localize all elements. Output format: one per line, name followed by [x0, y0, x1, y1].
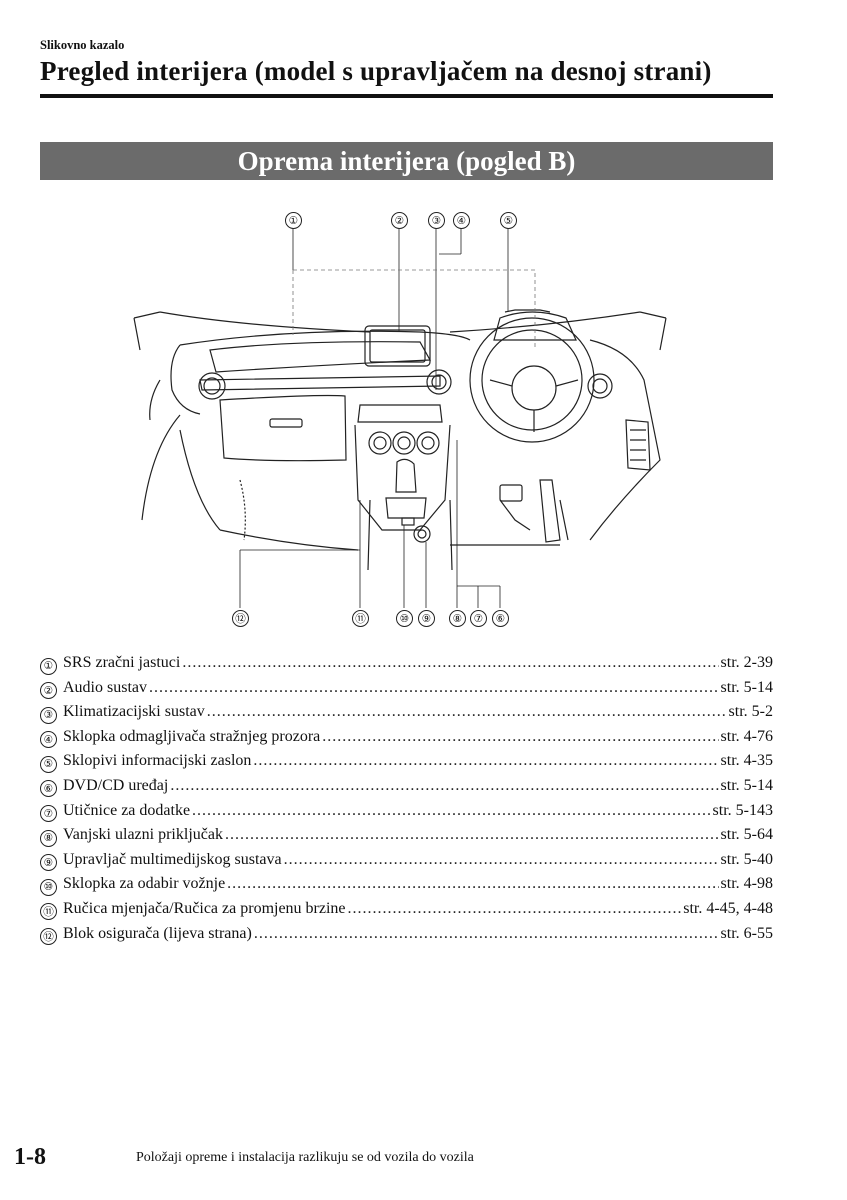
title-rule: [40, 94, 773, 98]
item-number: ⑫: [40, 927, 57, 945]
page-reference: str. 4-35: [720, 752, 773, 770]
section-label: Slikovno kazalo: [40, 38, 125, 52]
page-reference: str. 5-64: [720, 826, 773, 844]
item-number: ④: [40, 731, 57, 749]
page-reference: str. 5-14: [720, 776, 773, 794]
item-number: ⑥: [40, 780, 57, 798]
list-item: ⑩ Sklopka za odabir vožnje str. 4-98: [40, 875, 773, 900]
dot-leader: [227, 875, 718, 893]
list-item: ⑦ Utičnice za dodatke str. 5-143: [40, 802, 773, 827]
dot-leader: [254, 925, 719, 943]
item-label: Audio sustav: [63, 678, 147, 696]
page-title: Pregled interijera (model s upravljačem …: [40, 56, 712, 86]
dot-leader: [225, 826, 719, 844]
item-number: ⑤: [40, 755, 57, 773]
item-label: Upravljač multimedijskog sustava: [63, 850, 282, 868]
item-label: Blok osigurača (lijeva strana): [63, 924, 252, 942]
callout-1: ①: [285, 212, 302, 229]
dot-leader: [207, 703, 727, 721]
page-reference: str. 4-76: [720, 727, 773, 745]
list-item: ⑪ Ručica mjenjača/Ručica za promjenu brzi…: [40, 900, 773, 925]
callout-8: ⑧: [449, 610, 466, 627]
list-item: ⑧ Vanjski ulazni priključak str. 5-64: [40, 826, 773, 851]
section-banner: Oprema interijera (pogled B): [40, 142, 773, 180]
item-number: ②: [40, 682, 57, 700]
list-item: ⑥ DVD/CD uređaj str. 5-14: [40, 777, 773, 802]
list-item: ① SRS zračni jastuci str. 2-39: [40, 654, 773, 679]
item-label: Sklopka odmagljivača stražnjeg prozora: [63, 727, 321, 745]
item-label: Klimatizacijski sustav: [63, 703, 205, 721]
item-number: ③: [40, 706, 57, 724]
item-label: Ručica mjenjača/Ručica za promjenu brzin…: [63, 899, 346, 917]
item-label: Utičnice za dodatke: [63, 801, 191, 819]
item-number: ⑪: [40, 902, 57, 920]
list-item: ⑤ Sklopivi informacijski zaslon str. 4-35: [40, 752, 773, 777]
dot-leader: [284, 851, 719, 869]
callout-11: ⑪: [352, 610, 369, 627]
callout-9: ⑨: [418, 610, 435, 627]
list-item: ④ Sklopka odmagljivača stražnjeg prozora s…: [40, 728, 773, 753]
dot-leader: [322, 728, 718, 746]
callout-2: ②: [391, 212, 408, 229]
list-item: ③ Klimatizacijski sustav str. 5-2: [40, 703, 773, 728]
list-item: ② Audio sustav str. 5-14: [40, 679, 773, 704]
item-label: SRS zračni jastuci: [63, 654, 181, 671]
item-number: ①: [40, 657, 57, 675]
callout-3: ③: [428, 212, 445, 229]
page-reference: str. 5-14: [720, 678, 773, 696]
callout-12: ⑫: [232, 610, 249, 627]
list-item: ⑨ Upravljač multimedijskog sustava str. 5-…: [40, 851, 773, 876]
page-reference: str. 5-2: [728, 703, 773, 721]
item-label: Sklopka za odabir vožnje: [63, 875, 226, 893]
dot-leader: [192, 802, 711, 820]
page-reference: str. 6-55: [720, 924, 773, 942]
item-label: DVD/CD uređaj: [63, 776, 169, 794]
item-label: Vanjski ulazni priključak: [63, 826, 223, 844]
item-label: Sklopivi informacijski zaslon: [63, 752, 252, 770]
page-reference: str. 5-143: [712, 801, 773, 819]
dot-leader: [253, 752, 718, 770]
callout-10: ⑩: [396, 610, 413, 627]
item-number: ⑨: [40, 854, 57, 872]
interior-figure: ① ② ③ ④ ⑤ ⑫ ⑪ ⑩ ⑨ ⑧ ⑦ ⑥: [120, 200, 680, 640]
callout-6: ⑥: [492, 610, 509, 627]
item-number: ⑩: [40, 878, 57, 896]
page-number: 1-8: [14, 1144, 46, 1170]
item-number: ⑧: [40, 829, 57, 847]
dot-leader: [348, 900, 682, 918]
list-item: ⑫ Blok osigurača (lijeva strana) str. 6-55: [40, 925, 773, 950]
page-reference: str. 4-98: [720, 875, 773, 893]
dashboard-illustration: [133, 226, 667, 608]
dot-leader: [170, 777, 718, 795]
page-reference: str. 4-45, 4-48: [683, 899, 773, 917]
callout-7: ⑦: [470, 610, 487, 627]
item-number: ⑦: [40, 805, 57, 823]
equipment-list: ① SRS zračni jastuci str. 2-39 ② Audio sust…: [40, 654, 773, 949]
callout-4: ④: [453, 212, 470, 229]
dot-leader: [182, 654, 718, 672]
dot-leader: [149, 679, 719, 697]
footer-note: Položaji opreme i instalacija razlikuju …: [136, 1150, 474, 1165]
callout-5: ⑤: [500, 212, 517, 229]
page-reference: str. 5-40: [720, 850, 773, 868]
page-reference: str. 2-39: [720, 654, 773, 671]
